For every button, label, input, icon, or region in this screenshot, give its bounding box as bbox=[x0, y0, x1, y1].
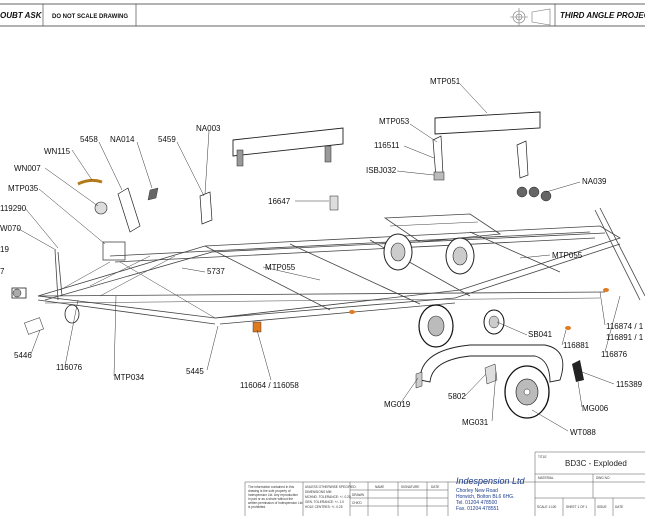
part-label: MTP053 bbox=[379, 117, 410, 126]
exploded-parts bbox=[77, 111, 609, 419]
date-label: DATE bbox=[615, 505, 623, 509]
dwg-no-label: DWG NO. bbox=[596, 476, 610, 480]
part-label: WN007 bbox=[14, 164, 41, 173]
projection-label: THIRD ANGLE PROJECT bbox=[560, 11, 645, 20]
part-label: MTP055 bbox=[265, 263, 296, 272]
part-label: 5446 bbox=[14, 351, 32, 360]
part-label: NA014 bbox=[110, 135, 135, 144]
part-label: MG006 bbox=[582, 404, 609, 413]
part-label: 5459 bbox=[158, 135, 176, 144]
part-label: 116881 bbox=[563, 341, 590, 350]
part-label: W070 bbox=[0, 224, 21, 233]
frame-wheels bbox=[64, 233, 505, 348]
sheet-value: SHEET 1 OF 1 bbox=[566, 505, 587, 509]
leader-lines bbox=[16, 83, 621, 432]
part-label: 5802 bbox=[448, 392, 466, 401]
part-label: 5458 bbox=[80, 135, 98, 144]
part-label: MG031 bbox=[462, 418, 489, 427]
notes-line: The information contained in this bbox=[248, 485, 294, 489]
tolerance-line: DIMENSIONS MM bbox=[305, 490, 332, 494]
part-label: 115389 bbox=[616, 380, 643, 389]
tolerance-line: HOLE CENTRES: +/- 0.25 bbox=[305, 505, 343, 509]
address-line: Chorley New Road bbox=[456, 488, 498, 494]
scale-value: SCALE 1:100 bbox=[537, 505, 557, 509]
part-label: NA039 bbox=[582, 177, 607, 186]
notes-line: is prohibited. bbox=[248, 505, 266, 509]
signoff-header: NAME bbox=[375, 485, 384, 489]
notes-line: in part or as a whole without the bbox=[248, 497, 293, 501]
part-label: MTP055 bbox=[552, 251, 583, 260]
part-labels: MTP051 MTP053 116511 ISBJ032 NA039 5458 … bbox=[0, 77, 644, 437]
address-line: Tel. 01204 478500 bbox=[456, 500, 497, 506]
address-line: Horwich, Bolton BL6 6HG. bbox=[456, 494, 514, 500]
part-label: 116076 bbox=[56, 363, 83, 372]
part-label: MTP034 bbox=[114, 373, 145, 382]
company-name: Indespension Ltd bbox=[456, 476, 526, 486]
signoff-row: CHK'D bbox=[352, 501, 362, 505]
part-label: WN115 bbox=[44, 147, 71, 156]
signoff-row: DRAWN bbox=[352, 493, 365, 497]
issue-label: ISSUE bbox=[597, 505, 607, 509]
scale-warning: DO NOT SCALE DRAWING bbox=[52, 14, 128, 20]
part-label: WT088 bbox=[570, 428, 596, 437]
part-label: 116874 / 1 bbox=[606, 322, 644, 331]
third-angle-projection-icon bbox=[510, 8, 551, 26]
signoff-header: SIGNATURE bbox=[401, 485, 419, 489]
address-line: Fax. 01204 478551 bbox=[456, 506, 499, 512]
notes-line: drawing is the sole property of bbox=[248, 489, 291, 493]
part-label: 5737 bbox=[207, 267, 225, 276]
signoff-header: DATE bbox=[431, 485, 439, 489]
tolerance-line: MCHND. TOLERANCE: +/- 0.25 bbox=[305, 495, 351, 499]
part-label: 116511 bbox=[374, 141, 400, 150]
notes-line: Indespension Ltd. Any reproduction bbox=[248, 493, 298, 497]
part-label: 7 bbox=[0, 267, 5, 276]
title-block: TITLE BD3C - Exploded MATERIAL DWG NO. S… bbox=[244, 451, 645, 516]
material-label: MATERIAL bbox=[538, 476, 554, 480]
part-label: 19 bbox=[0, 245, 9, 254]
tolerance-line: UNLESS OTHERWISE SPECIFIED: bbox=[305, 485, 357, 489]
header-left-text: OUBT ASK bbox=[0, 11, 43, 20]
part-label: 5445 bbox=[186, 367, 204, 376]
part-label: NA003 bbox=[196, 124, 221, 133]
part-label: MG019 bbox=[384, 400, 411, 409]
tolerance-line: GEN. TOLERANCE: +/- 1.0 bbox=[305, 500, 344, 504]
part-label: MTP035 bbox=[8, 184, 39, 193]
coupling-assembly bbox=[11, 249, 59, 335]
notes-line: written permission of Indespension Ltd bbox=[248, 501, 303, 505]
part-label: 119290 bbox=[0, 204, 27, 213]
title-label: TITLE bbox=[538, 455, 547, 459]
part-label: MTP051 bbox=[430, 77, 461, 86]
part-label: 116891 / 1 bbox=[606, 333, 644, 342]
part-label: 16647 bbox=[268, 197, 291, 206]
part-label: 116876 bbox=[601, 350, 628, 359]
part-label: SB041 bbox=[528, 330, 553, 339]
part-label: ISBJ032 bbox=[366, 166, 397, 175]
drawing-title: BD3C - Exploded bbox=[565, 459, 627, 468]
part-label: 116064 / 116058 bbox=[240, 381, 299, 390]
